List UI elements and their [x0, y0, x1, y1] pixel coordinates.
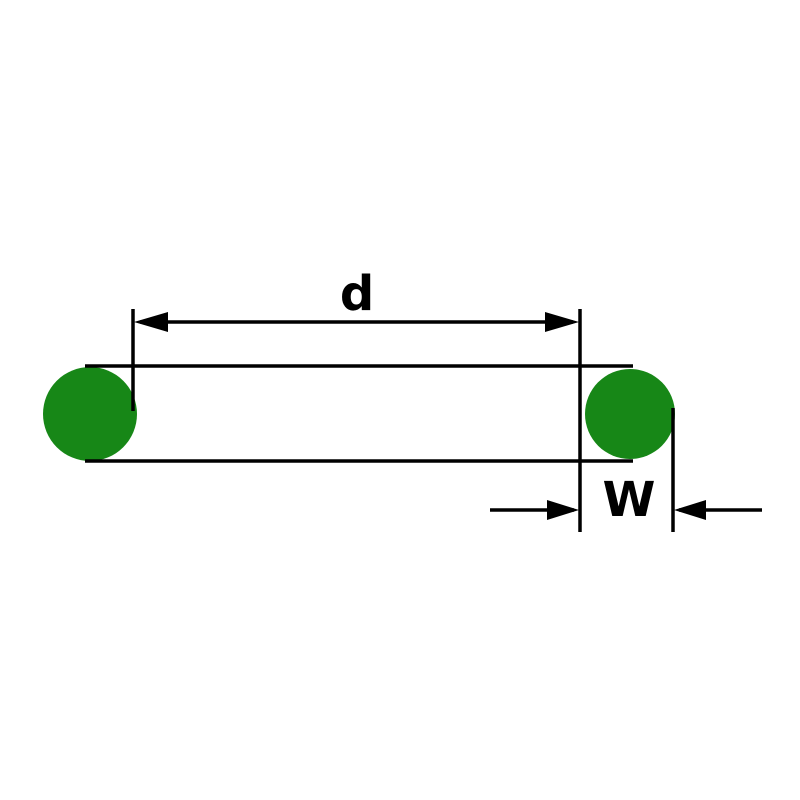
inner-diameter-label: d [340, 266, 374, 322]
w-arrowhead-right [674, 500, 706, 520]
w-arrowhead-left [547, 500, 579, 520]
oring-cross-section-right [585, 369, 675, 459]
d-arrowhead-right [545, 312, 579, 332]
d-arrowhead-left [134, 312, 168, 332]
oring-cross-section-left [43, 367, 137, 461]
cross-section-width-label: W [603, 472, 656, 528]
